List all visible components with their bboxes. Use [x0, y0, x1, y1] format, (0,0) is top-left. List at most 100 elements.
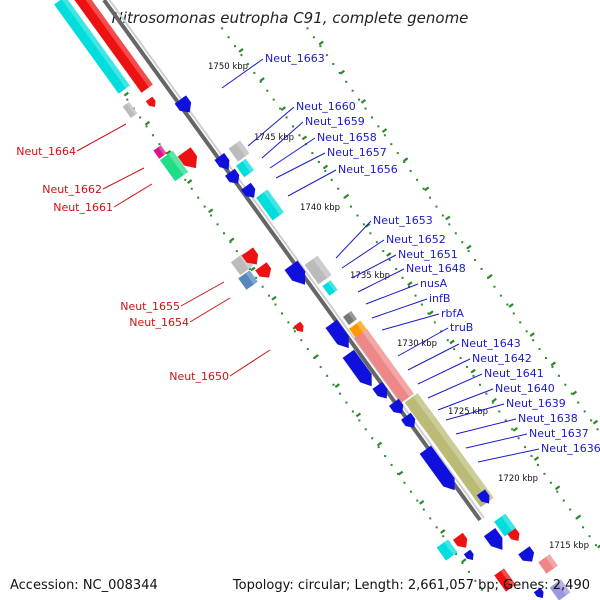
gene-block [304, 255, 332, 285]
gene-arrow [225, 168, 240, 184]
ring-dot [324, 169, 327, 172]
leader-line [76, 123, 127, 152]
leader-line [102, 167, 145, 190]
gene-arrow [284, 260, 306, 285]
ring-dot [216, 223, 219, 226]
gene-label: Neut_1650 [169, 370, 229, 383]
gene-arrow [241, 247, 259, 265]
ring-dot [395, 267, 398, 270]
scale-tick [445, 215, 451, 221]
ring-dot [511, 428, 514, 431]
ring-dot [351, 410, 354, 413]
scale-tick [238, 47, 244, 53]
ring-dot [390, 463, 393, 466]
gene-label: Neut_1656 [338, 163, 398, 176]
ring-dot [441, 214, 444, 217]
gene-block [238, 270, 258, 290]
gene-block [71, 0, 153, 93]
scale-tick [402, 157, 409, 163]
gene-label: Neut_1662 [42, 183, 102, 196]
ring-dot [582, 526, 585, 529]
leader-line [221, 58, 264, 89]
ring-dot [287, 321, 290, 324]
ring-dot [145, 125, 148, 128]
topology-text: Topology: circular; Length: 2,661,057 bp… [232, 578, 590, 593]
leader-line [247, 106, 295, 147]
gene-block [159, 150, 189, 182]
ring-dot [325, 54, 328, 57]
ring-dot [461, 561, 464, 564]
gene-label: Neut_1660 [296, 100, 356, 113]
leader-line [357, 268, 405, 293]
ring-dot [377, 125, 380, 128]
gene-block [228, 140, 250, 162]
gene-label: Neut_1638 [518, 412, 578, 425]
scale-tick [550, 361, 556, 367]
scale-tick [508, 303, 514, 308]
ring-dot [549, 481, 552, 484]
ring-dot [158, 143, 161, 146]
ring-dot [414, 294, 417, 297]
scale-tick [360, 98, 367, 104]
ring-dot [268, 294, 271, 297]
gene-block [494, 513, 516, 537]
gene-label: Neut_1652 [386, 233, 446, 246]
ring-dot [306, 27, 309, 30]
gene-label: Neut_1636 [541, 442, 600, 455]
backbone-line [102, 0, 482, 522]
scale-tick [470, 368, 476, 374]
ring-dot [345, 401, 348, 404]
ring-dot [253, 71, 256, 74]
scale-tick [186, 179, 193, 184]
scale-tick [165, 150, 172, 155]
ring-dot [246, 62, 249, 65]
ring-dot [519, 321, 522, 324]
scale-label: 1745 kbp [254, 133, 294, 143]
ring-dot [338, 392, 341, 395]
gene-arrow [476, 489, 490, 504]
ring-dot [330, 178, 333, 181]
scale-tick [229, 237, 235, 243]
ring-dot [455, 553, 458, 556]
leader-line [261, 121, 304, 159]
leader-line [445, 403, 505, 421]
leader-line [417, 358, 471, 385]
scale-tick [386, 252, 392, 257]
scale-tick [571, 390, 578, 396]
ring-dot [351, 89, 354, 92]
gene-label: Neut_1651 [398, 248, 458, 261]
ring-dot [235, 250, 238, 253]
ring-dot [364, 428, 367, 431]
gene-block [354, 328, 414, 404]
ring-dot [184, 178, 187, 181]
ring-dot [332, 383, 335, 386]
ring-dot [356, 214, 359, 217]
gene-arrow [533, 587, 544, 599]
ring-dot [524, 446, 527, 449]
ring-dot [596, 428, 599, 431]
ring-dot [152, 134, 155, 137]
scale-label: 1715 kbp [549, 541, 589, 551]
scale-tick [208, 208, 214, 214]
ring-dot [590, 419, 593, 422]
ring-dot [474, 579, 477, 582]
scale-tick [355, 412, 362, 418]
gene-block [256, 189, 284, 221]
ring-dot [435, 526, 438, 529]
ring-dot [371, 437, 374, 440]
ring-dot [370, 116, 373, 119]
scale-tick [280, 106, 286, 112]
gene-arrow [342, 349, 372, 387]
ring-dot [556, 490, 559, 493]
gene-block [549, 579, 571, 600]
leader-line [455, 418, 517, 435]
leader-line [351, 254, 397, 279]
ring-dot [467, 250, 470, 253]
ring-dot [435, 205, 438, 208]
scale-tick [123, 91, 130, 97]
ring-dot [499, 294, 502, 297]
ring-dot [480, 267, 483, 270]
scale-tick [491, 397, 497, 403]
ring-dot [459, 357, 462, 360]
